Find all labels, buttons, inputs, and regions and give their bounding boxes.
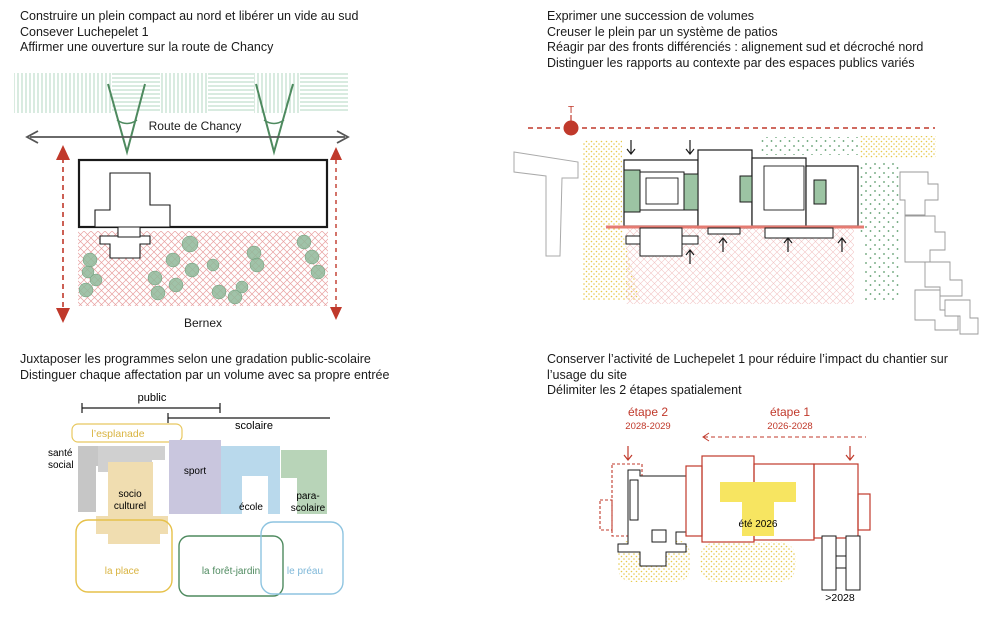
place-label: la place: [105, 566, 140, 577]
volume-socio: [96, 462, 168, 544]
tram-stop: [563, 120, 579, 136]
field-stripes-1: [14, 73, 112, 113]
esplanade-shape: [71, 423, 183, 443]
preau-label: le préau: [287, 566, 323, 577]
place-shape: [75, 519, 173, 593]
etape1-label: étape 1: [770, 405, 810, 419]
diagram-top-left: Route de Chancy Bernex: [14, 73, 350, 330]
bl-line-1: Juxtaposer les programmes selon une grad…: [20, 352, 371, 366]
after2028-label: >2028: [825, 592, 855, 604]
existing-building-footprint: [94, 172, 171, 228]
panel-top-left-text: Construire un plein compact au nord et l…: [20, 9, 358, 56]
tl-line-2: Consever Luchepelet 1: [20, 24, 149, 39]
tr-line-2: Creuser le plein par un système de patio…: [547, 24, 778, 39]
field-stripes-5: [254, 73, 300, 113]
trees: [78, 234, 326, 305]
etape2-label: étape 2: [628, 405, 668, 419]
context-buildings-east: [899, 171, 979, 335]
ecole-label: école: [239, 502, 263, 513]
volume-sante: [78, 446, 98, 512]
public-label: public: [138, 392, 167, 404]
tram-label: T: [568, 105, 574, 116]
tl-line-3: Affirmer une ouverture sur la route de C…: [20, 40, 274, 54]
diagram-bottom-right: étape 2 2028-2029 étape 1 2026-2028: [599, 405, 871, 604]
front-arrows: [626, 140, 847, 264]
volume-para: [281, 450, 327, 514]
etape1-years: 2026-2028: [767, 421, 812, 432]
diagram-top-right: T: [513, 105, 979, 335]
road-label: Route de Chancy: [149, 119, 242, 133]
tl-line-1: Construire un plein compact au nord et l…: [20, 9, 359, 23]
view-cone-2: [255, 83, 294, 156]
bernex-label: Bernex: [184, 316, 222, 330]
ete2026-volume: [720, 482, 796, 536]
panel-top-right-text: Exprimer une succession de volumes Creus…: [547, 9, 923, 71]
field-stripes-4: [208, 73, 254, 113]
view-cone-1: [107, 83, 146, 156]
preau-shape: [260, 521, 344, 595]
tr-line-3: Réagir par des fronts différenciés : ali…: [547, 40, 924, 54]
existing-luchepelet: [617, 469, 687, 567]
green-zone-east: [760, 140, 900, 300]
panel-bottom-right-text: Conserver l’activité de Luchepelet 1 pou…: [547, 352, 948, 399]
field-stripes-2: [112, 73, 160, 113]
yellow-zone-west: [583, 140, 640, 300]
sport-label: sport: [184, 466, 206, 477]
field-stripes-3: [160, 73, 208, 113]
volume-sport: [169, 440, 221, 514]
esplanade-label: l’esplanade: [91, 428, 144, 440]
context-building-west: [513, 151, 579, 257]
foret-shape: [178, 535, 284, 597]
tr-line-1: Exprimer une succession de volumes: [547, 9, 755, 23]
tr-line-4: Distinguer les rapports au contexte par …: [547, 55, 915, 70]
bl-line-2: Distinguer chaque affectation par un vol…: [20, 367, 390, 382]
br-line-3: Délimiter les 2 étapes spatialement: [547, 383, 742, 397]
panel-bottom-left-text: Juxtaposer les programmes selon une grad…: [20, 352, 389, 383]
yellow-area-2: [700, 542, 796, 582]
after2028-module: [821, 535, 861, 591]
field-stripes-6: [300, 73, 348, 113]
para-label: para-scolaire: [291, 491, 326, 514]
br-line-1: Conserver l’activité de Luchepelet 1 pou…: [547, 352, 948, 366]
volume-ecole: [221, 446, 280, 514]
scolaire-label: scolaire: [235, 420, 273, 432]
etape2-years: 2028-2029: [625, 421, 670, 432]
br-line-2: l’usage du site: [547, 367, 627, 382]
foret-label: la forêt-jardin: [202, 566, 260, 577]
ete2026-label: été 2026: [739, 519, 778, 530]
